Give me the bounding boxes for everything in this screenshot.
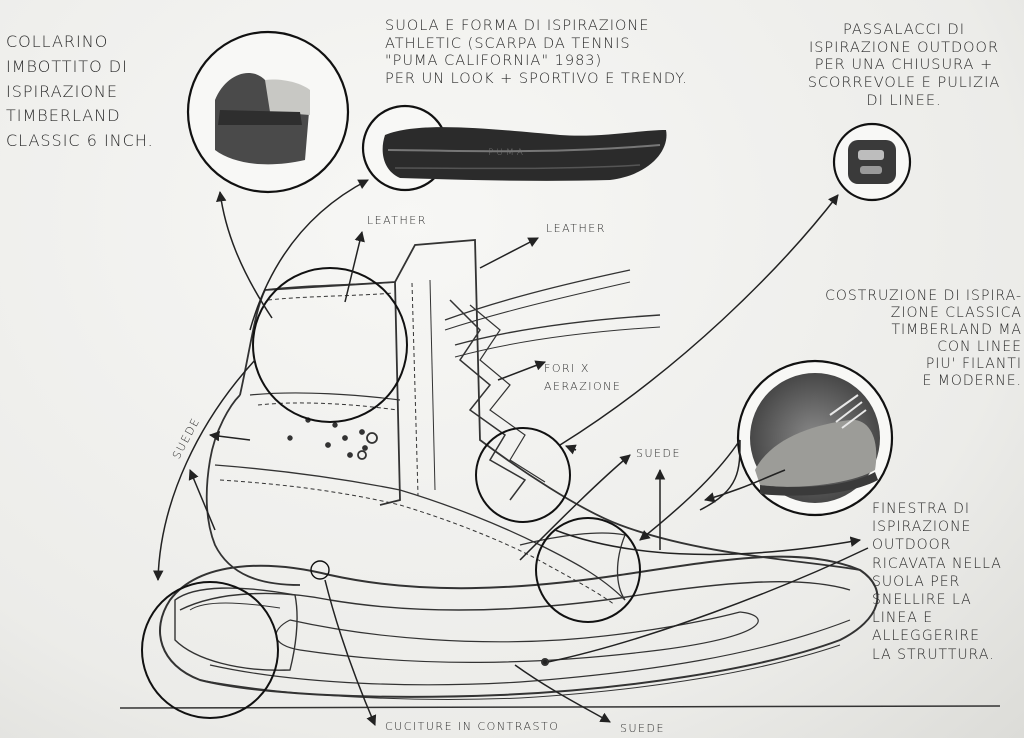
- annotation-collarino: Collarino imbottito di ispirazione Timbe…: [6, 32, 154, 151]
- leader-lines: [152, 179, 869, 726]
- annotation-finestra: Finestra di ispirazione outdoor ricavata…: [872, 501, 1002, 663]
- annotation-suola: Suola e forma di ispirazione athletic (s…: [385, 18, 688, 88]
- photo-circle-eyelet: [832, 122, 912, 202]
- photo-circle-collar: [186, 30, 350, 194]
- shoe-sole: [159, 555, 879, 700]
- label-fori: Fori x aerazione: [544, 362, 622, 393]
- label-leather-1: Leather: [367, 214, 427, 227]
- label-cuciture: Cuciture in contrasto: [385, 720, 560, 733]
- label-leather-2: Leather: [546, 222, 606, 235]
- detail-circles: [141, 267, 641, 719]
- ground-line: [119, 705, 1001, 709]
- label-suede-right: Suede: [636, 447, 681, 460]
- shoe-upper: [174, 239, 861, 671]
- label-suede-bottom: Suede: [620, 722, 665, 735]
- annotation-passalacci: Passalacci di ispirazione outdoor per un…: [807, 22, 1001, 109]
- annotation-costruzione: Costruzione di ispira- zione classica Ti…: [825, 288, 1022, 390]
- photo-sole: [382, 127, 667, 181]
- sole-brand-text: PUMA: [488, 148, 526, 158]
